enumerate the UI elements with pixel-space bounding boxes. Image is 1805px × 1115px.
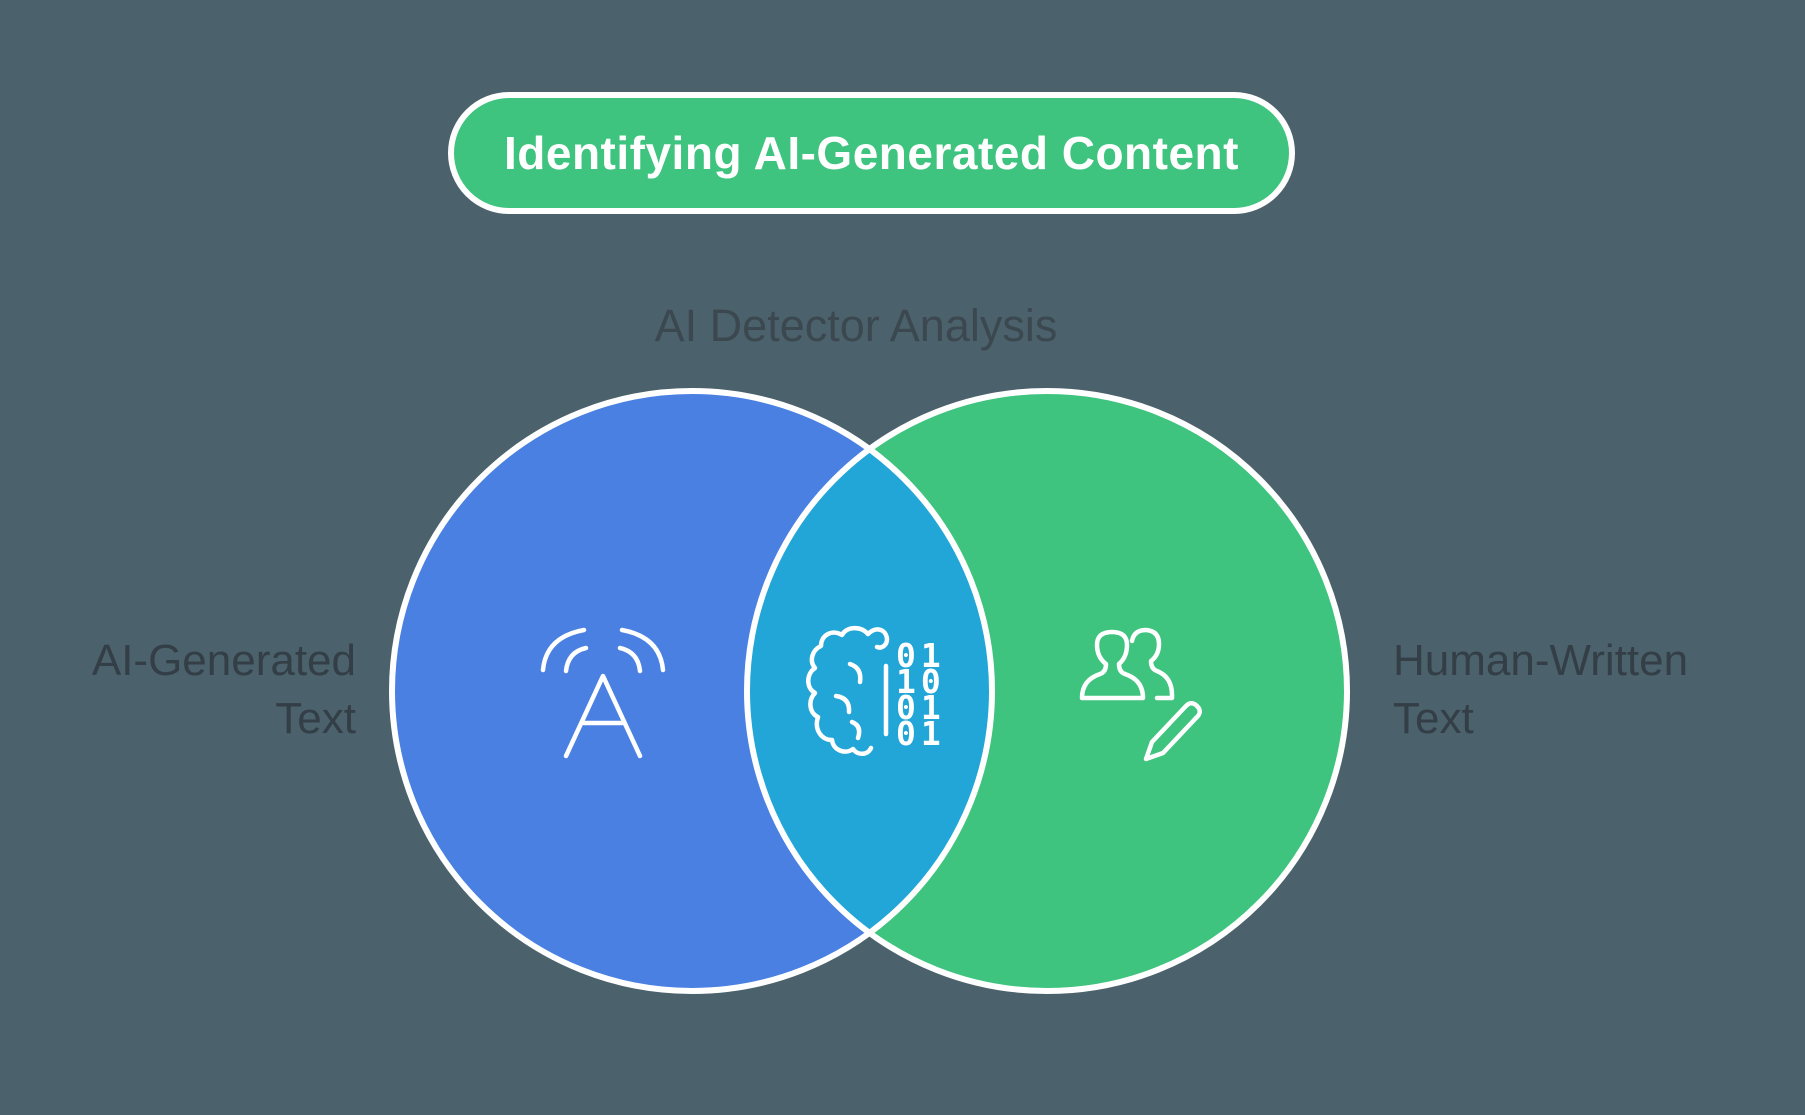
human-writer-icon <box>1079 627 1202 762</box>
binary-code-text: 01 10 01 01 <box>896 636 946 753</box>
detector-heading: AI Detector Analysis <box>654 300 1058 351</box>
left-set-label: AI-Generated Text <box>0 632 356 748</box>
title-pill: Identifying AI-Generated Content <box>448 92 1295 214</box>
brain-binary-icon <box>806 625 890 756</box>
right-set-label-line1: Human-Written <box>1393 636 1689 685</box>
binary-row-1: 01 <box>896 636 946 675</box>
binary-row-3: 01 <box>896 688 946 727</box>
intersection-region <box>747 391 992 991</box>
ai-text-icon <box>540 627 666 759</box>
right-set-circle-rim <box>744 388 1350 994</box>
left-set-label-line1: AI-Generated <box>91 636 356 685</box>
right-set-label: Human-Written Text <box>1393 632 1793 748</box>
binary-row-2: 10 <box>896 662 946 701</box>
binary-row-4: 01 <box>896 714 946 753</box>
left-set-label-line2: Text <box>275 694 356 743</box>
right-set-label-line2: Text <box>1393 694 1474 743</box>
left-set-circle-rim <box>389 388 995 994</box>
title-text: Identifying AI-Generated Content <box>504 127 1239 179</box>
